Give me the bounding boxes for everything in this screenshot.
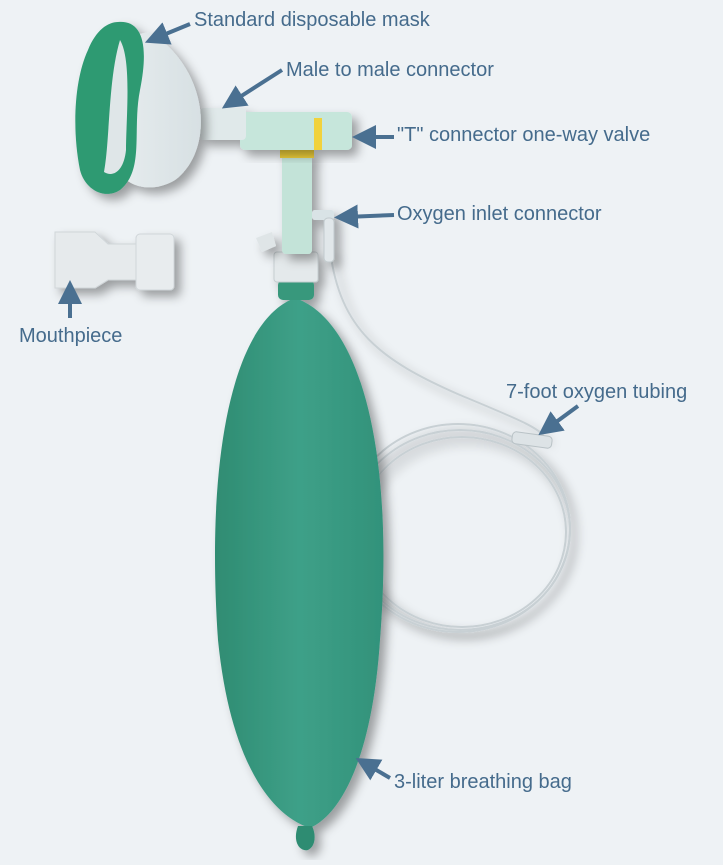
arrow-breathing-bag-icon	[355, 757, 392, 781]
label-oxygen-tubing: 7-foot oxygen tubing	[506, 381, 688, 403]
label-male-connector: Male to male connector	[286, 59, 494, 81]
label-mask: Standard disposable mask	[194, 9, 430, 31]
label-mouthpiece: Mouthpiece	[19, 325, 123, 347]
arrow-oxygen-tubing-icon	[538, 404, 580, 436]
t-connector-icon	[200, 108, 352, 150]
mask-icon	[75, 21, 201, 194]
mouthpiece-icon	[54, 231, 175, 291]
label-oxygen-inlet: Oxygen inlet connector	[397, 203, 602, 225]
tubing-end-connector	[511, 431, 553, 449]
arrow-oxygen-inlet-icon	[334, 204, 395, 229]
arrow-male-connector-icon	[221, 68, 284, 109]
arrow-mask-icon	[144, 22, 191, 45]
breathing-bag-icon	[215, 251, 384, 851]
stem-connector-icon	[256, 150, 335, 263]
label-t-connector: "T" connector one-way valve	[397, 124, 651, 146]
label-breathing-bag: 3-liter breathing bag	[394, 771, 572, 793]
callout-arrows	[58, 22, 580, 781]
